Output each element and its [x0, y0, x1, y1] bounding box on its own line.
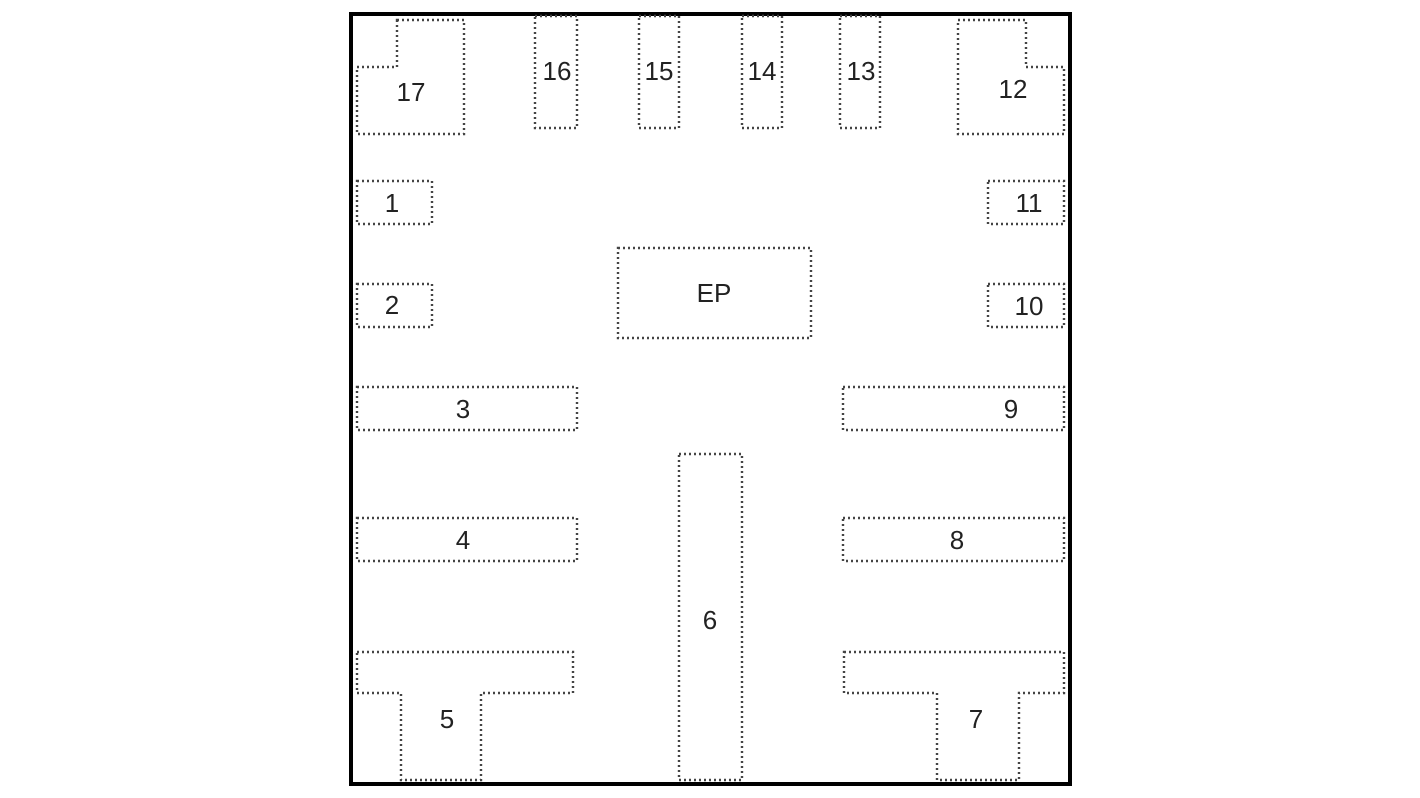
pin-label-7: 7	[969, 704, 983, 734]
pad-17	[355, 18, 466, 136]
pad-4	[355, 516, 579, 563]
pad-13	[838, 14, 882, 130]
pin-label-2: 2	[385, 290, 399, 320]
pin-label-11: 11	[1016, 188, 1043, 218]
package-outline	[349, 12, 1072, 786]
pin-label-12: 12	[999, 74, 1028, 104]
pad-10	[986, 282, 1066, 329]
pad-15	[637, 14, 681, 130]
pad-7	[842, 650, 1066, 782]
pin-label-3: 3	[456, 394, 470, 424]
pad-5	[355, 650, 575, 782]
pad-12	[956, 18, 1066, 136]
pin-label-8: 8	[950, 525, 964, 555]
pad-9	[841, 385, 1066, 432]
pad-1	[355, 179, 434, 226]
pad-14	[740, 14, 784, 130]
pad-2	[355, 282, 434, 329]
pin-label-6: 6	[703, 605, 717, 635]
pad-ep	[616, 246, 813, 340]
pin-label-15: 15	[645, 56, 674, 86]
pin-label-ep: EP	[697, 278, 732, 308]
pad-16	[533, 14, 579, 130]
pin-label-1: 1	[385, 188, 399, 218]
pin-label-14: 14	[748, 56, 777, 86]
pin-label-5: 5	[440, 704, 454, 734]
pin-label-13: 13	[847, 56, 876, 86]
pin-label-4: 4	[456, 525, 470, 555]
pin-label-16: 16	[543, 56, 572, 86]
pad-8	[841, 516, 1066, 563]
pin-label-9: 9	[1004, 394, 1018, 424]
pad-3	[355, 385, 579, 432]
pad-6	[677, 452, 744, 782]
pin-label-17: 17	[397, 77, 426, 107]
pin-label-10: 10	[1015, 291, 1044, 321]
pad-11	[986, 179, 1066, 226]
